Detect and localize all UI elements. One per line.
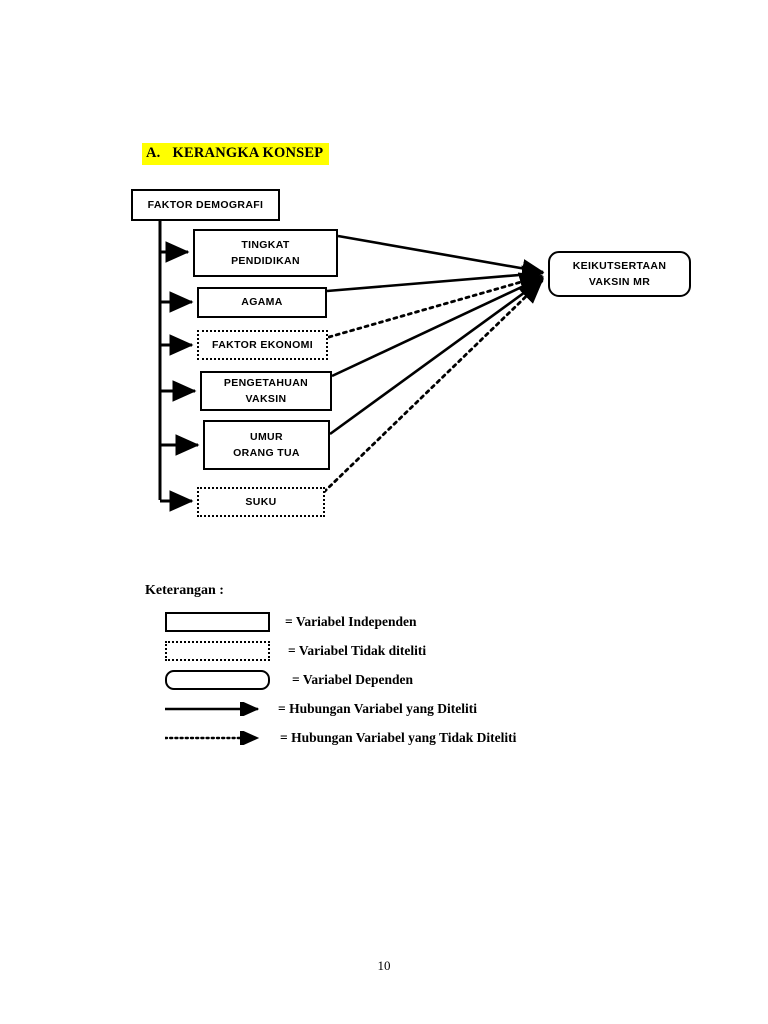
relation-arrow-pengetahuan	[331, 275, 545, 378]
page-number: 10	[377, 958, 391, 973]
relation-arrow-pendidikan	[337, 234, 545, 278]
solid-rectangle-icon	[165, 611, 270, 632]
relation-arrow-agama	[326, 265, 545, 293]
node-faktor-demografi-label: FAKTOR DEMOGRAFI	[147, 198, 264, 211]
node-umur-orang-tua[interactable]: UMUR ORANG TUA	[203, 420, 330, 470]
node-umur-orang-tua-line2: ORANG TUA	[233, 447, 300, 459]
node-suku-label: SUKU	[245, 495, 277, 508]
node-umur-orang-tua-line1: UMUR	[250, 430, 283, 443]
solid-arrow-icon	[165, 699, 270, 718]
node-tingkat-pendidikan[interactable]: TINGKAT PENDIDIKAN	[193, 229, 338, 277]
node-keikutsertaan-vaksin-mr-line2: VAKSIN MR	[588, 276, 651, 288]
legend-item-variabel-independen: = Variabel Independen	[145, 607, 665, 636]
relation-arrow-umur	[329, 277, 545, 436]
legend-item-hubungan-diteliti: = Hubungan Variabel yang Diteliti	[145, 694, 665, 723]
legend-item-variabel-tidak-diteliti: = Variabel Tidak diteliti	[145, 636, 665, 665]
relation-arrow-ekonomi	[327, 272, 544, 339]
legend-title: Keterangan :	[145, 583, 224, 598]
page-title: A. KERANGKA KONSEP	[142, 143, 330, 165]
section-title-text: KERANGKA KONSEP	[172, 145, 324, 161]
relation-arrow-suku	[322, 279, 544, 494]
rounded-rectangle-icon	[165, 669, 270, 690]
node-agama-label: AGAMA	[241, 296, 283, 309]
node-tingkat-pendidikan-line2: PENDIDIKAN	[231, 255, 300, 267]
dotted-arrow-icon	[163, 728, 270, 747]
node-agama[interactable]: AGAMA	[197, 287, 327, 318]
node-pengetahuan-vaksin[interactable]: PENGETAHUAN VAKSIN	[200, 371, 332, 411]
legend-item-label: = Variabel Independen	[285, 613, 417, 629]
node-keikutsertaan-vaksin-mr[interactable]: KEIKUTSERTAAN VAKSIN MR	[548, 251, 691, 297]
legend-item-hubungan-tidak-diteliti: = Hubungan Variabel yang Tidak Diteliti	[145, 723, 665, 752]
node-pengetahuan-vaksin-line2: VAKSIN	[245, 393, 287, 405]
legend: Keterangan : = Variabel Independen = Var…	[145, 583, 665, 752]
concept-framework-diagram: FAKTOR DEMOGRAFI TINGKAT PENDIDIKAN AGAM…	[131, 189, 691, 517]
node-suku[interactable]: SUKU	[197, 487, 325, 517]
connector-layer	[158, 221, 545, 512]
node-faktor-ekonomi[interactable]: FAKTOR EKONOMI	[197, 330, 328, 360]
legend-item-label: = Variabel Dependen	[292, 671, 413, 687]
legend-item-label: = Variabel Tidak diteliti	[288, 642, 427, 658]
node-keikutsertaan-vaksin-mr-line1: KEIKUTSERTAAN	[572, 259, 667, 272]
section-letter: A.	[146, 145, 161, 161]
node-faktor-demografi[interactable]: FAKTOR DEMOGRAFI	[131, 189, 280, 221]
node-pengetahuan-vaksin-line1: PENGETAHUAN	[223, 376, 309, 389]
node-faktor-ekonomi-label: FAKTOR EKONOMI	[212, 338, 313, 351]
legend-item-variabel-dependen: = Variabel Dependen	[145, 665, 665, 694]
legend-item-label: = Hubungan Variabel yang Tidak Diteliti	[280, 729, 517, 745]
node-tingkat-pendidikan-line1: TINGKAT	[241, 238, 290, 251]
legend-item-label: = Hubungan Variabel yang Diteliti	[278, 700, 477, 716]
dotted-rectangle-icon	[165, 640, 270, 661]
